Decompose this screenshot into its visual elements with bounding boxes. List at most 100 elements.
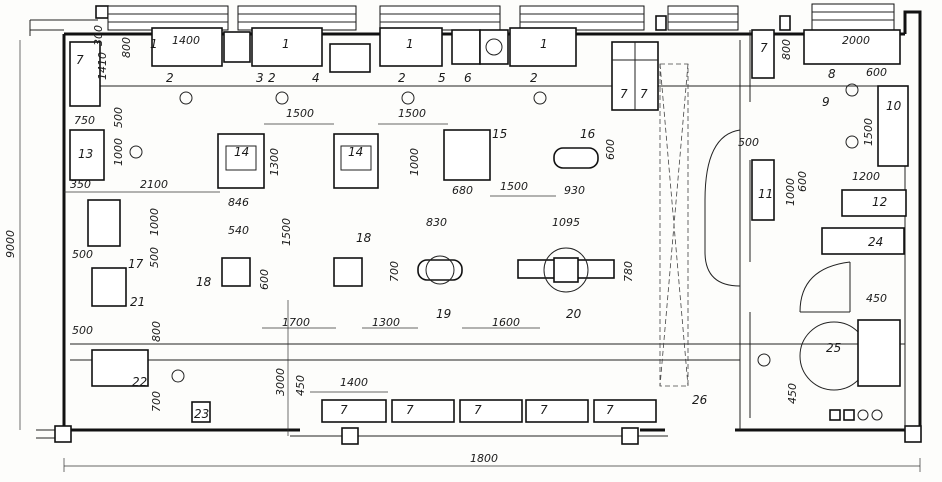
- dim-text: 1500: [862, 118, 875, 146]
- item-label: 5: [438, 71, 446, 85]
- dim-text: 1400: [172, 34, 200, 47]
- dim-text: 930: [564, 184, 585, 197]
- dim-text: 600: [796, 171, 809, 192]
- dim-text: 500: [72, 248, 93, 261]
- dim-text: 2000: [842, 34, 870, 47]
- dim-text: 1500: [280, 218, 293, 246]
- item-label: 20: [566, 307, 582, 321]
- item-label: 10: [886, 99, 902, 113]
- dim-text: 780: [622, 261, 635, 282]
- dim-text: 700: [388, 261, 401, 282]
- dim-text: 846: [228, 196, 249, 209]
- outer-walls: [29, 10, 922, 439]
- dim-text: 1600: [492, 316, 520, 329]
- item-label: 26: [692, 393, 708, 407]
- dim-text: 1300: [372, 316, 400, 329]
- dim-text: 1800: [470, 452, 498, 465]
- dim-text: 3000: [274, 368, 287, 396]
- dim-text: 830: [426, 216, 447, 229]
- columns: [54, 5, 922, 445]
- item-label: 2: [530, 71, 538, 85]
- dim-text: 800: [150, 321, 163, 342]
- item-label: 9: [822, 95, 830, 109]
- item-label: 19: [436, 307, 451, 321]
- dim-text: 500: [72, 324, 93, 337]
- item-label: 1: [406, 37, 414, 51]
- dim-text: 9000: [4, 230, 17, 258]
- dim-text: 680: [452, 184, 473, 197]
- dim-text: 500: [148, 247, 161, 268]
- dim-text: 500: [112, 107, 125, 128]
- dim-text: 450: [786, 383, 799, 404]
- central-machines: [87, 129, 615, 423]
- legend-icons: [829, 409, 883, 421]
- item-label: 24: [868, 235, 883, 249]
- item-label: 7: [540, 403, 548, 417]
- dim-text: 1200: [852, 170, 880, 183]
- item-label: 18: [356, 231, 372, 245]
- dim-text: 1000: [784, 178, 797, 206]
- item-label: 7: [340, 403, 348, 417]
- dim-text: 1000: [408, 148, 421, 176]
- item-label: 14: [234, 145, 249, 159]
- dim-text: 1000: [148, 208, 161, 236]
- dim-text: 450: [866, 292, 887, 305]
- item-label: 8: [828, 67, 836, 81]
- item-label: 13: [78, 147, 93, 161]
- item-label: 4: [312, 71, 320, 85]
- dimension-lines: [19, 40, 921, 472]
- bottom-benches: [321, 399, 657, 423]
- dim-text: 300: [92, 25, 105, 46]
- item-label: 12: [872, 195, 887, 209]
- lamps: [129, 83, 859, 383]
- dim-text: 600: [866, 66, 887, 79]
- item-label: 2: [166, 71, 174, 85]
- item-label: 17: [128, 257, 144, 271]
- item-label: 22: [132, 375, 147, 389]
- dim-text: 700: [150, 391, 163, 412]
- dimension-texts: 1400 300 800 1410 800 2000 600 1500 1500…: [4, 25, 887, 465]
- item-label: 21: [130, 295, 145, 309]
- item-label: 11: [758, 187, 773, 201]
- item-label: 23: [194, 407, 209, 421]
- dim-text: 1500: [398, 107, 426, 120]
- item-label: 7: [620, 87, 628, 101]
- dim-text: 1500: [286, 107, 314, 120]
- dim-text: 1410: [96, 52, 109, 80]
- item-label: 14: [348, 145, 363, 159]
- dim-text: 1000: [112, 138, 125, 166]
- item-label: 16: [580, 127, 596, 141]
- dim-text: 500: [738, 136, 759, 149]
- item-label: 18: [196, 275, 212, 289]
- dim-text: 2100: [140, 178, 168, 191]
- dim-text: 350: [70, 178, 91, 191]
- windows: [107, 3, 895, 31]
- dim-text: 1500: [500, 180, 528, 193]
- item-label: 1: [150, 37, 158, 51]
- item-labels: 1 1 1 1 2 2 2 2 3 4 5 6 7 7 7 7 7 7 7 7 …: [76, 37, 902, 421]
- dim-text: 1700: [282, 316, 310, 329]
- dim-text: 1400: [340, 376, 368, 389]
- item-label: 15: [492, 127, 507, 141]
- dim-text: 800: [780, 39, 793, 60]
- right-equipment: [749, 30, 907, 418]
- dim-text: 450: [294, 375, 307, 396]
- item-label: 7: [76, 53, 84, 67]
- dim-text: 1095: [552, 216, 580, 229]
- item-label: 6: [464, 71, 472, 85]
- item-label: 1: [540, 37, 548, 51]
- dim-text: 800: [120, 37, 133, 58]
- item-label: 3: [256, 71, 264, 85]
- internal-lines: [70, 40, 906, 430]
- item-label: 7: [606, 403, 614, 417]
- item-label: 7: [640, 87, 648, 101]
- item-label: 1: [282, 37, 290, 51]
- item-label: 7: [406, 403, 414, 417]
- item-label: 2: [398, 71, 406, 85]
- item-label: 7: [474, 403, 482, 417]
- dim-text: 600: [258, 269, 271, 290]
- item-label: 2: [268, 71, 276, 85]
- item-label: 7: [760, 41, 768, 55]
- dim-text: 540: [228, 224, 249, 237]
